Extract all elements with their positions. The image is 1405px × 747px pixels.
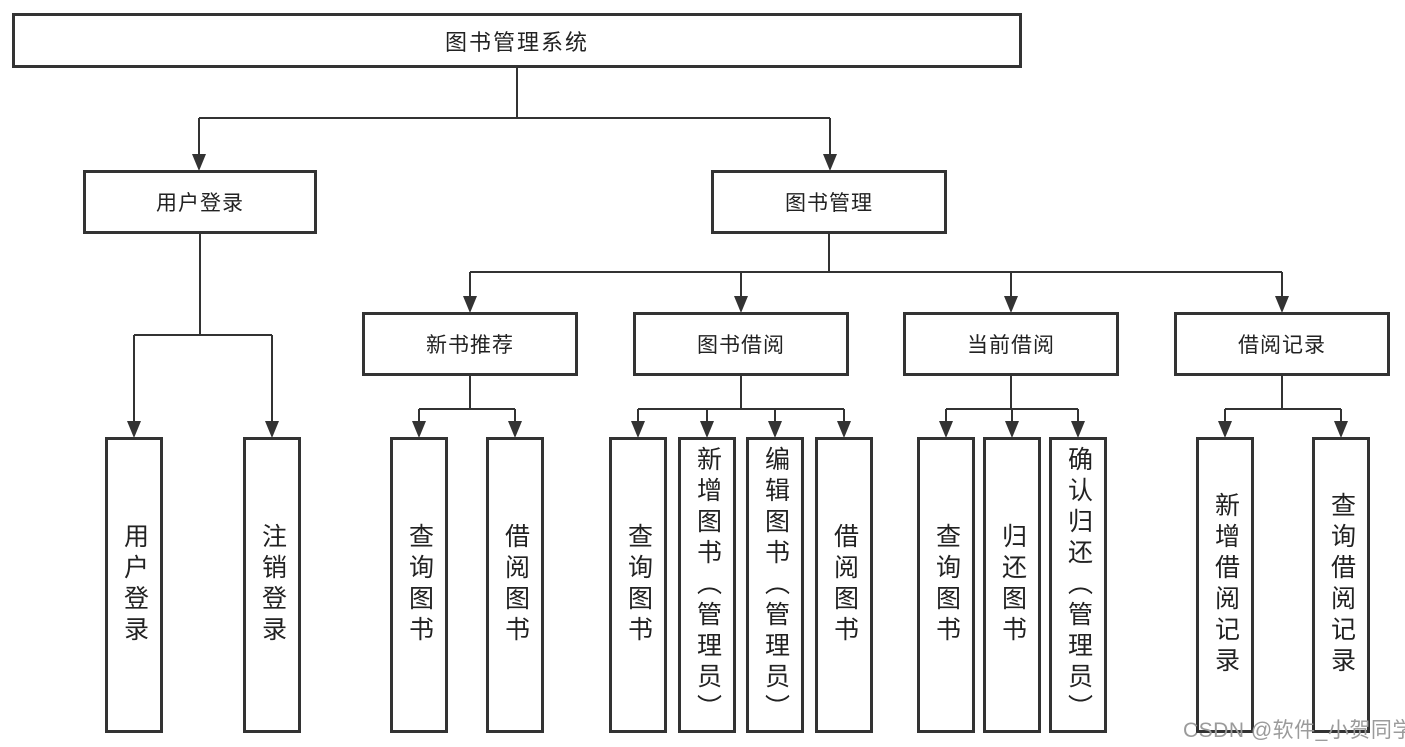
node-borrow-books-leaf: 借阅图书 [815, 437, 873, 733]
node-current-borrowing: 当前借阅 [903, 312, 1119, 376]
node-query-borrow-record: 查询借阅记录 [1312, 437, 1370, 733]
node-return-book: 归还图书 [983, 437, 1041, 733]
node-user-login: 用户登录 [83, 170, 317, 234]
node-book-borrowing: 图书借阅 [633, 312, 849, 376]
node-query-books-recommend: 查询图书 [390, 437, 448, 733]
node-query-books-borrowing: 查询图书 [609, 437, 667, 733]
node-borrow-books-recommend: 借阅图书 [486, 437, 544, 733]
csdn-watermark: CSDN @软件_小贺同学 [1183, 719, 1405, 742]
connector-line-paths [133, 68, 1342, 426]
node-new-book-recommendation: 新书推荐 [362, 312, 578, 376]
node-library-management-system: 图书管理系统 [12, 13, 1022, 68]
node-book-management: 图书管理 [711, 170, 947, 234]
node-user-login-leaf: 用户登录 [105, 437, 163, 733]
node-query-books-current: 查询图书 [917, 437, 975, 733]
node-logout-leaf: 注销登录 [243, 437, 301, 733]
node-confirm-return-admin: 确认归还（管理员） [1049, 437, 1107, 733]
node-add-book-admin: 新增图书（管理员） [678, 437, 736, 733]
node-edit-book-admin: 编辑图书（管理员） [746, 437, 804, 733]
node-borrowing-records: 借阅记录 [1174, 312, 1390, 376]
node-add-borrow-record: 新增借阅记录 [1196, 437, 1254, 733]
arrowhead-icons [127, 154, 1348, 438]
